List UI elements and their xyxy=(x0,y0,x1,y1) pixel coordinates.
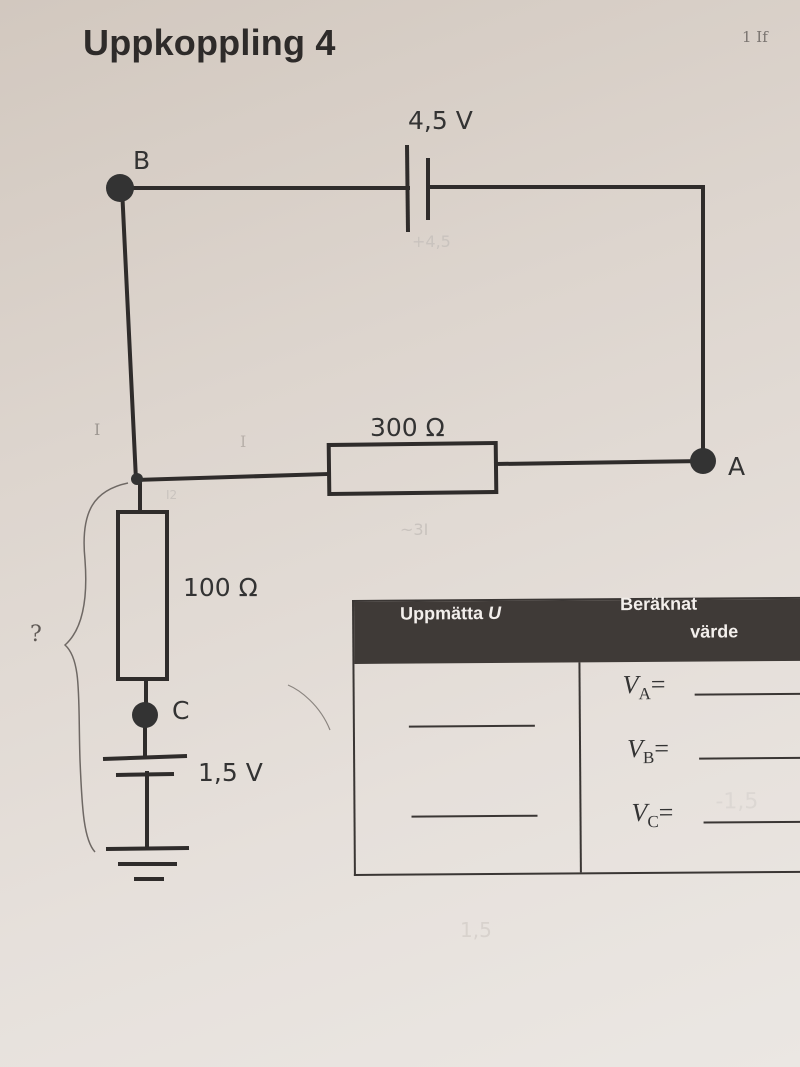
wire-left xyxy=(119,185,139,483)
resistor-100 xyxy=(116,510,169,681)
battery-bottom-short-plate xyxy=(115,772,175,777)
node-a-dot xyxy=(690,448,716,474)
node-a-label: A xyxy=(728,452,746,481)
ground-line-1 xyxy=(105,846,190,851)
current-annotation-branch: I2 xyxy=(166,488,178,502)
current-annotation-left: I xyxy=(94,420,101,439)
header-measured: Uppmätta U xyxy=(400,602,502,624)
battery-top-note: +4,5 xyxy=(412,232,451,251)
table-body: VA= VB= VC= -1,5 xyxy=(354,661,800,874)
pencil-stroke xyxy=(287,684,331,731)
resistor-300 xyxy=(326,440,499,497)
vb-answer-line[interactable] xyxy=(699,756,800,760)
battery-top-label: 4,5 V xyxy=(408,106,473,135)
current-annotation-main: I xyxy=(240,432,247,451)
results-table: Uppmätta U Beräknat värde VA= VB= VC= -1… xyxy=(352,594,800,876)
vc-answer-line[interactable] xyxy=(703,820,800,824)
wire-mid-left xyxy=(133,471,331,483)
column-separator xyxy=(578,662,582,873)
faint-note-bottom: 1,5 xyxy=(460,918,492,942)
node-c-dot xyxy=(132,702,158,728)
junction-dot xyxy=(131,473,143,485)
node-b-label: B xyxy=(133,146,151,175)
header-measured-var: U xyxy=(488,602,502,624)
resistor-100-label: 100 Ω xyxy=(183,573,258,602)
header-calculated-line1: Beräknat xyxy=(619,593,698,615)
corner-scribble: 1 If xyxy=(742,28,768,46)
va-answer-line[interactable] xyxy=(694,692,800,696)
calc-row-vb: VB= xyxy=(626,733,670,768)
vc-faint-answer: -1,5 xyxy=(715,789,759,815)
node-c-label: C xyxy=(172,696,190,725)
calc-row-vc: VC= xyxy=(631,797,674,832)
measured-blank-1[interactable] xyxy=(408,724,535,728)
brace-annotation xyxy=(63,482,129,853)
resistor-300-label: 300 Ω xyxy=(370,413,445,442)
calc-row-va: VA= xyxy=(622,669,666,704)
battery-bottom-long-plate xyxy=(102,754,188,761)
wire-mid-right xyxy=(493,458,706,467)
brace-question: ? xyxy=(30,622,42,647)
resistor-300-note: ~3I xyxy=(400,520,429,539)
table-header: Uppmätta U Beräknat värde xyxy=(354,594,800,664)
measured-blank-2[interactable] xyxy=(411,814,538,818)
page-title: Uppkoppling 4 xyxy=(83,22,336,63)
battery-top-long-plate xyxy=(405,144,410,233)
battery-bottom-label: 1,5 V xyxy=(198,758,263,787)
node-b-dot xyxy=(106,174,134,202)
header-calculated-line2: värde xyxy=(690,621,739,642)
